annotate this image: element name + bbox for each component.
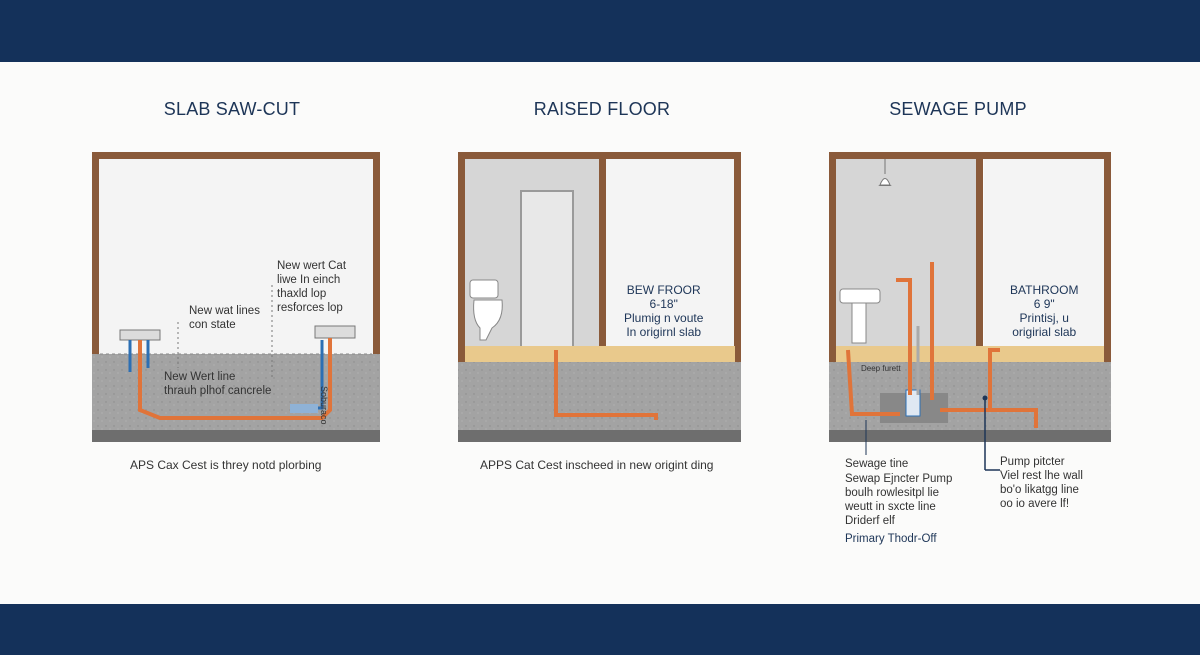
panel-caption-raised-floor: APPS Cat Cest inscheed in new origint di…: [480, 458, 714, 472]
sewage-line: [846, 349, 900, 416]
right-post: [734, 152, 741, 367]
panel-caption-slab-saw-cut: APS Cax Cest is threy notd plorbing: [130, 458, 322, 472]
interior-wall-area: [98, 158, 375, 354]
note-primary-takeoff: Primary Thodr-Off: [845, 533, 937, 545]
slab-base: [458, 430, 741, 442]
note-pump-pitcher: Pump pitcter: [1000, 456, 1065, 468]
cleanout-box: [290, 404, 318, 413]
top-beam: [829, 152, 1111, 159]
left-post: [829, 152, 836, 367]
annotation-new-vent-line: New Wert line thrauh plhof cancrele: [164, 371, 272, 397]
bottom-footer-band: [0, 604, 1200, 655]
annotation-deep-fitting: Deep furett: [861, 364, 901, 373]
note-above: oo io avere lf!: [1000, 498, 1070, 510]
sewage-line: [992, 408, 1038, 428]
slab-base: [92, 430, 380, 442]
note-drainage: Driderf elf: [845, 515, 895, 527]
drain-pipe: [554, 350, 658, 420]
center-post: [599, 152, 606, 392]
raised-floor-deck: [465, 346, 735, 362]
toilet-bowl: [473, 299, 503, 341]
panel-raised-floor: [458, 152, 741, 442]
right-post: [1104, 152, 1111, 367]
original-slab: [829, 362, 1111, 442]
top-header-band: [0, 0, 1200, 62]
adjacent-room-wall: [984, 158, 1104, 348]
panel-title-raised-floor: RAISED FLOOR: [533, 99, 671, 119]
ejector-pump-icon: [905, 389, 921, 417]
slab-base: [829, 430, 1111, 442]
center-post: [976, 152, 983, 392]
note-waste-line: weutt in sxcte line: [845, 501, 936, 513]
annotation-bathroom: BATHROOM 6 9" Printisj, u origirial slab: [1010, 283, 1079, 339]
right-post: [373, 152, 380, 367]
ceiling-light-icon: [879, 178, 891, 186]
note-pump-detail: boulh rowlesitpl lie: [845, 487, 939, 499]
concrete-slab: [92, 354, 380, 442]
floor-drain-fixture: [119, 329, 161, 341]
raised-floor-deck: [836, 346, 1104, 362]
annotation-new-water-lines: New wat lines con state: [189, 305, 260, 331]
panel-title-slab-saw-cut: SLAB SAW-CUT: [163, 99, 301, 119]
original-slab: [458, 362, 741, 442]
toilet-tank: [469, 279, 499, 299]
annotation-vertical: Soburaco: [319, 386, 329, 425]
panel-title-sewage-pump: SEWAGE PUMP: [889, 99, 1027, 119]
annotation-new-vent-cut: New wert Cat liwe In einch thaxld lop re…: [277, 260, 347, 314]
note-vent-wall: Viel rest lhe wall: [1000, 470, 1083, 482]
note-ejector-pump: Sewap Ejncter Pump: [845, 473, 953, 485]
sink-basin: [839, 288, 881, 304]
annotation-raised-floor: BEW FROOR 6-18" Plumig n voute In origir…: [624, 283, 704, 339]
door: [520, 190, 574, 350]
toilet-flange-fixture: [314, 325, 356, 339]
left-post: [92, 152, 99, 367]
sewage-line: [940, 348, 1000, 412]
drain-pipe: [896, 278, 912, 395]
left-post: [458, 152, 465, 367]
adjacent-room-wall: [606, 158, 736, 348]
panel-slab-saw-cut: [92, 152, 380, 442]
panel-sewage-pump: [829, 152, 1111, 471]
callout-dot: [982, 395, 988, 401]
sink-pedestal: [851, 302, 867, 344]
top-beam: [92, 152, 380, 159]
drain-pipe: [138, 338, 332, 420]
note-discharge-line: bo'o likatgg line: [1000, 484, 1079, 496]
note-sewage-line: Sewage tine: [845, 458, 909, 470]
